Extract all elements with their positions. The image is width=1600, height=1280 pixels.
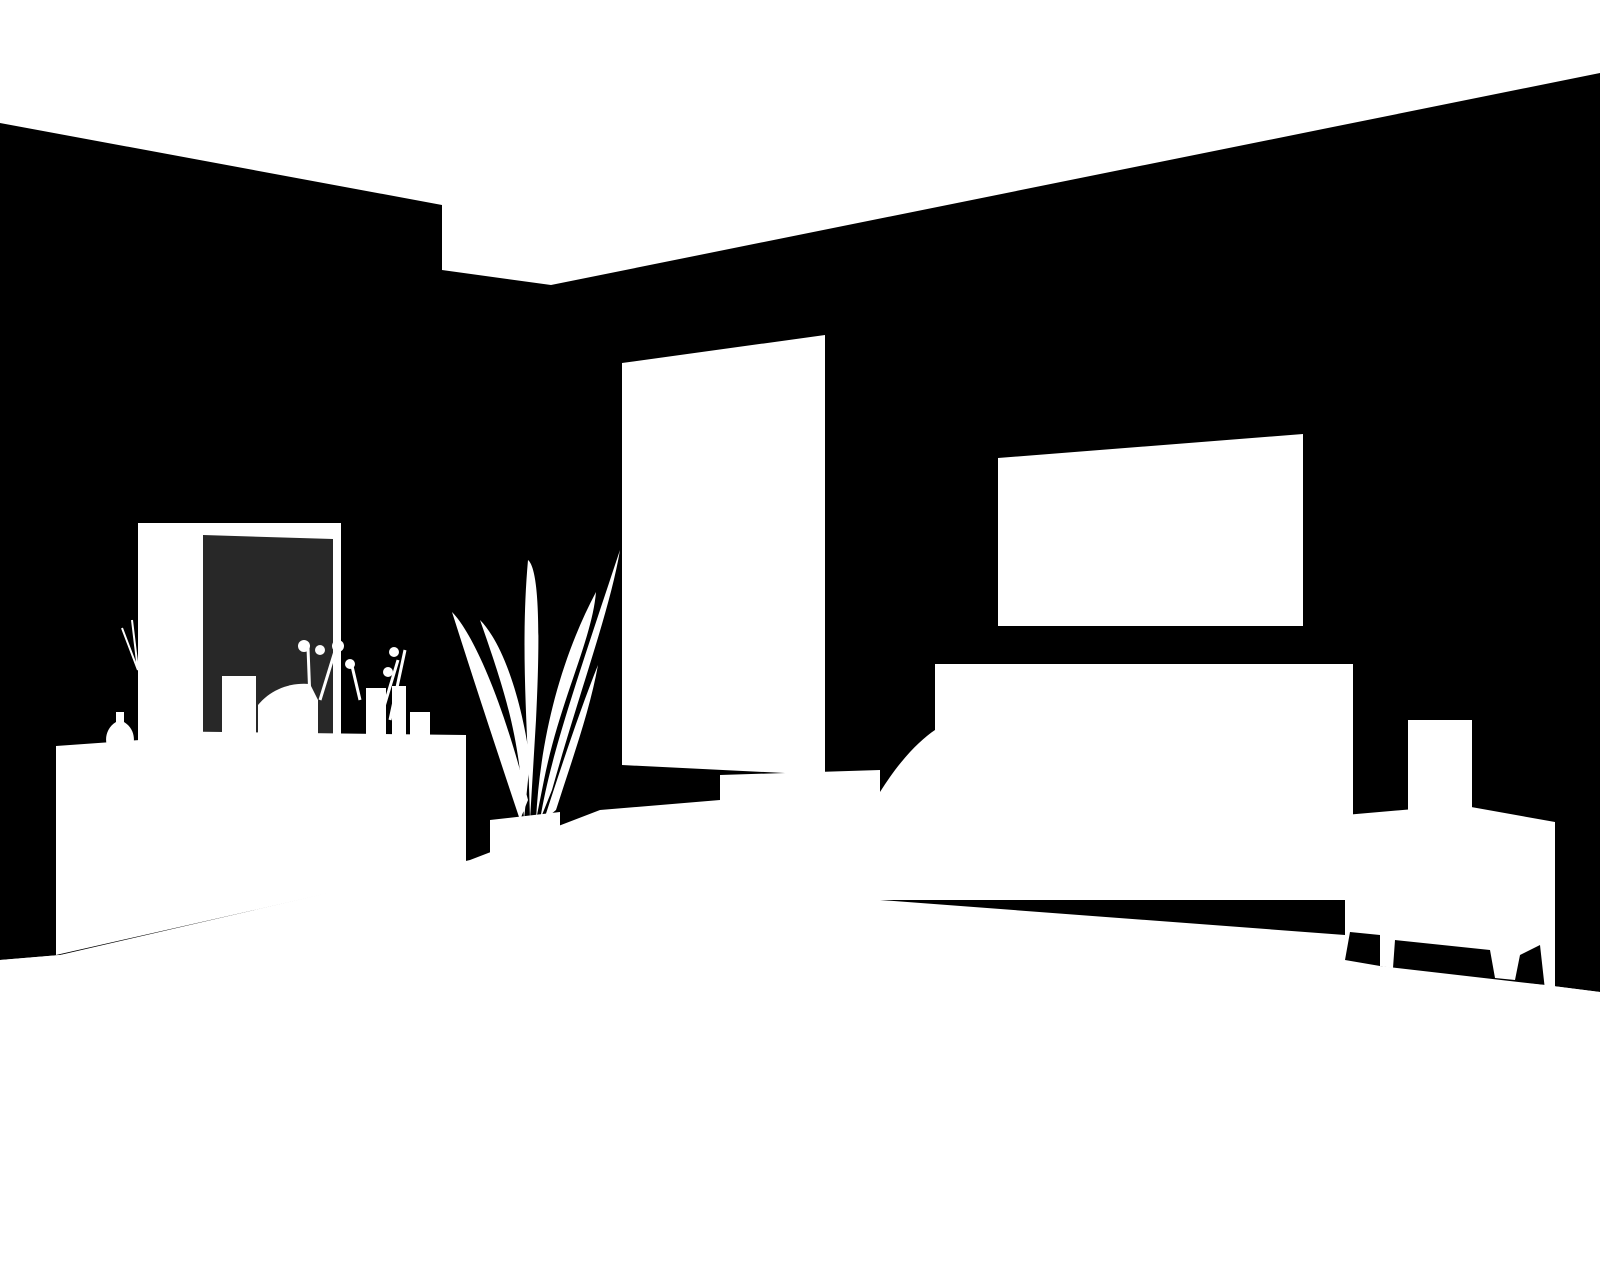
bed (880, 730, 1353, 900)
mirror-reflection (222, 676, 256, 736)
flower-icon (389, 647, 399, 657)
mirror-reflection (258, 683, 318, 735)
doorway (622, 335, 825, 775)
bottle-icon (366, 688, 386, 736)
vase-icon (106, 712, 134, 748)
flower-icon (298, 640, 310, 652)
flower-icon (315, 645, 325, 655)
bottle-icon (410, 712, 430, 736)
dresser (56, 731, 466, 955)
bed-headboard (935, 664, 1353, 804)
flower-stems (306, 647, 407, 721)
flower-icon (345, 659, 355, 669)
nightstand (1345, 805, 1555, 990)
table-lamp-base (1430, 806, 1452, 816)
potted-plant (452, 550, 620, 862)
table-lamp (1408, 720, 1472, 810)
flower-icon (383, 667, 393, 677)
wall-picture (998, 434, 1303, 626)
dry-grass (121, 619, 146, 671)
floor (0, 770, 1600, 1280)
bottle-icon (392, 686, 406, 736)
flower-icon (332, 640, 344, 652)
